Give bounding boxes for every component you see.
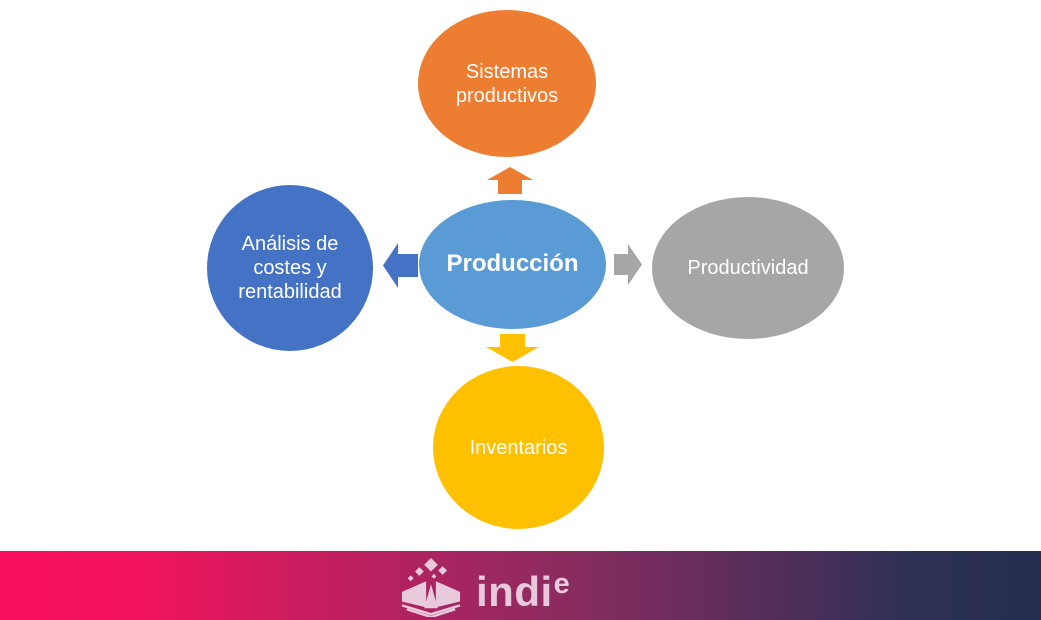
node-analisis-costes: Análisis de costes y rentabilidad bbox=[207, 185, 373, 351]
node-inventarios: Inventarios bbox=[433, 366, 604, 529]
node-sistemas-productivos-label: Sistemas productivos bbox=[455, 60, 559, 107]
brand-banner: indie bbox=[0, 551, 1041, 620]
node-produccion-label: Producción bbox=[446, 250, 579, 278]
up-arrow-icon bbox=[487, 167, 533, 194]
open-book-icon bbox=[401, 557, 461, 617]
brand-wordmark: indie bbox=[476, 568, 571, 615]
brand-text: indi bbox=[476, 568, 553, 615]
brand-logo: indie bbox=[399, 557, 570, 617]
node-produccion-center: Producción bbox=[419, 200, 606, 329]
node-analisis-costes-label: Análisis de costes y rentabilidad bbox=[238, 233, 342, 303]
node-productividad-label: Productividad bbox=[687, 257, 809, 279]
brand-superscript: e bbox=[553, 568, 571, 600]
node-productividad: Productividad bbox=[652, 197, 844, 339]
left-arrow-icon bbox=[383, 243, 418, 288]
node-inventarios-label: Inventarios bbox=[469, 436, 568, 459]
down-arrow-icon bbox=[486, 334, 539, 362]
node-sistemas-productivos: Sistemas productivos bbox=[418, 10, 596, 157]
right-arrow-icon bbox=[614, 244, 642, 285]
